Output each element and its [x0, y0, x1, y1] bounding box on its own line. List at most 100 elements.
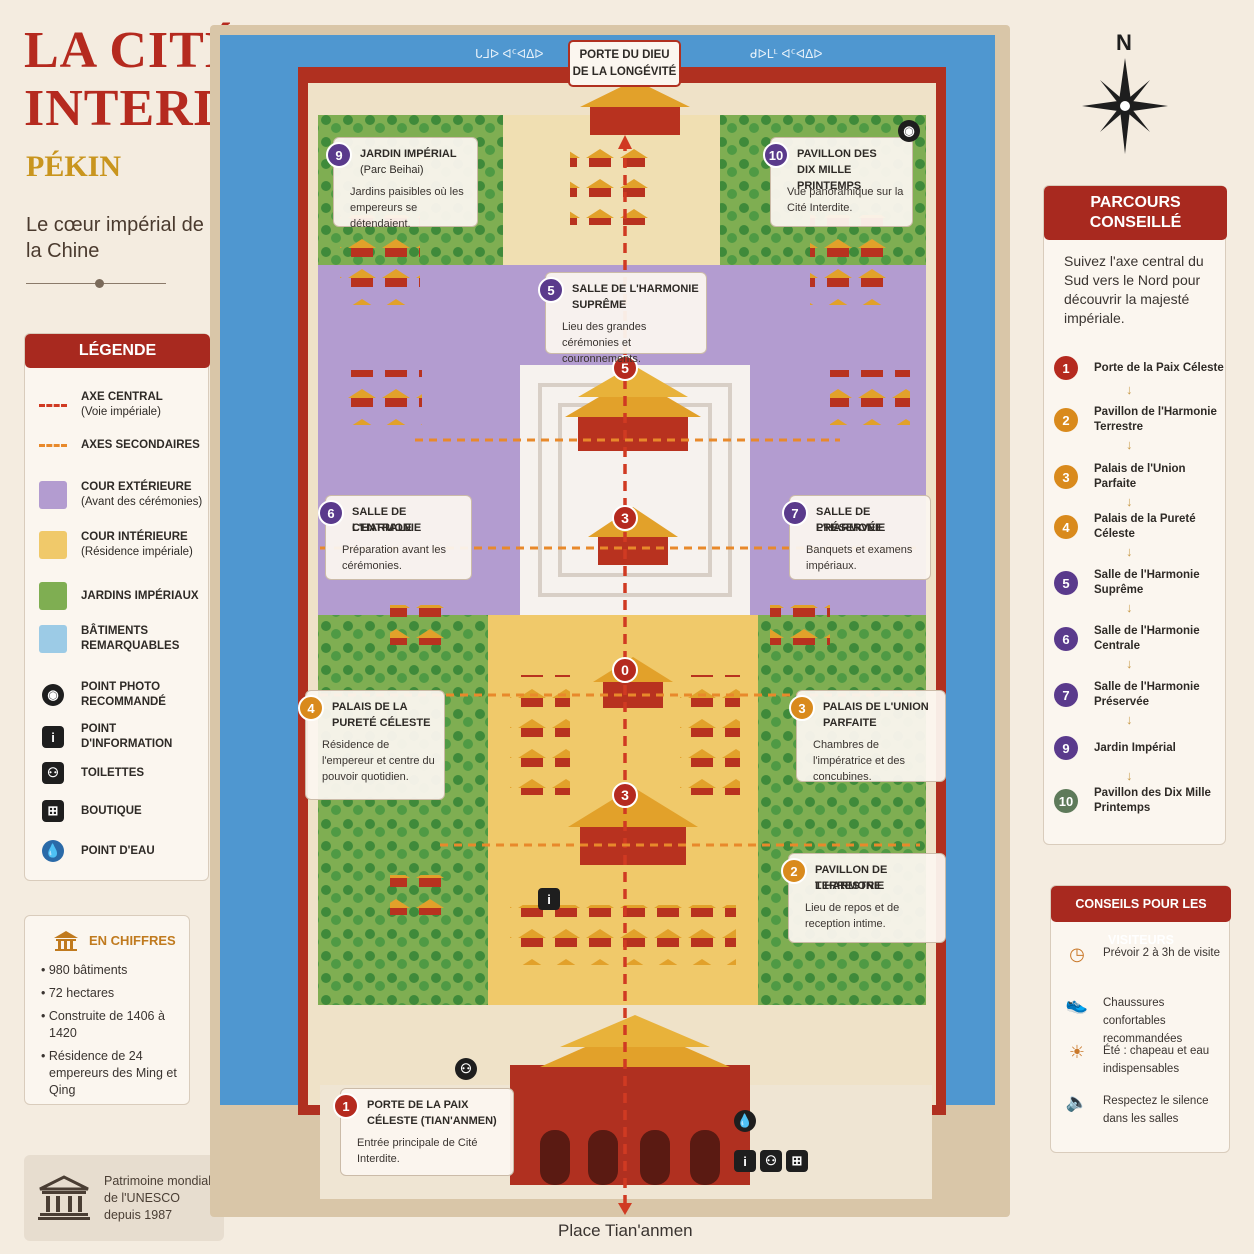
figure-item: Construite de 1406 à 1420 — [49, 1008, 189, 1042]
callout-description: Vue panoramique sur la Cité Interdite. — [787, 186, 904, 214]
map-marker[interactable] — [612, 782, 638, 808]
gate-north[interactable] — [580, 80, 690, 135]
compass-rose: N — [1082, 30, 1168, 156]
legend-item: ◉POINT PHOTO RECOMMANDÉ — [39, 680, 209, 710]
route-step[interactable]: 3 Palais de l'Union Parfaite — [1054, 462, 1226, 492]
figures-panel: EN CHIFFRES 980 bâtiments 72 hectaresCons… — [24, 915, 190, 1105]
callout-title-1: JARDIN IMPÉRIAL — [360, 148, 457, 160]
legend-item-label: TOILETTES — [81, 766, 145, 779]
water-icon[interactable]: 💧 — [734, 1110, 756, 1132]
callout-title-1: SALLE DE L'HARMONIE — [816, 506, 886, 534]
route-arrow-icon: ↓ — [1126, 600, 1133, 615]
callout-title-1: SALLE DE L'HARMONIE — [572, 283, 699, 295]
figure-item: 980 bâtiments — [49, 962, 189, 979]
callout-description: Entrée principale de Cité Interdite. — [357, 1137, 478, 1165]
legend-item: ⚇TOILETTES — [39, 762, 209, 784]
route-step-label: Pavillon des Dix Mille Printemps — [1094, 787, 1211, 814]
route-step-number: 6 — [1054, 627, 1078, 651]
tip-item: 🔈Respectez le silence dans les salles — [1065, 1092, 1230, 1128]
route-arrow-icon: ↓ — [1126, 494, 1133, 509]
map-marker-label: 3 — [621, 510, 629, 526]
figure-item: 72 hectares — [49, 985, 189, 1002]
moat-label-right: ᑯᐅᒪᒻ ᐊᑦᐊᐃᐅ — [750, 47, 823, 61]
toilets-icon[interactable]: ⚇ — [760, 1150, 782, 1172]
toilets-icon[interactable]: ⚇ — [455, 1058, 477, 1080]
tip-text: Été : chapeau et eau indispensables — [1103, 1045, 1210, 1075]
route-step-label: Palais de l'Union Parfaite — [1094, 463, 1186, 490]
north-gate-line-2: DE LA LONGÉVITÉ — [572, 66, 677, 78]
callout-title-2: PURETÉ CÉLESTE — [332, 717, 431, 729]
legend-item-sub: (Avant des cérémonies) — [81, 496, 203, 508]
tip-item: 👟 Chaussures confortables recommandées — [1065, 994, 1230, 1048]
legend-item-sub: (Voie impériale) — [81, 406, 161, 418]
speaker-icon: 🔈 — [1065, 1092, 1089, 1112]
callout-title-2: CENTRALE — [352, 522, 412, 534]
map-marker[interactable] — [612, 657, 638, 683]
callout-description: Jardins paisibles où les empereurs se dé… — [350, 186, 464, 230]
shoe-icon: 👟 — [1065, 994, 1089, 1014]
route-arrow-icon: ↓ — [1126, 544, 1133, 559]
callout-number-badge: 5 — [538, 277, 564, 303]
info-icon[interactable]: i — [538, 888, 560, 910]
color-swatch — [39, 481, 67, 509]
route-step-label: Pavillon de l'Harmonie Terrestre — [1094, 406, 1217, 433]
map-marker[interactable] — [612, 505, 638, 531]
legend-item: 💧POINT D'EAU — [39, 840, 209, 862]
route-step-label: Salle de l'Harmonie Suprême — [1094, 569, 1200, 596]
north-gate-label[interactable]: PORTE DU DIEU DE LA LONGÉVITÉ — [568, 40, 681, 87]
route-arrow-icon: ↓ — [1126, 382, 1133, 397]
route-arrow-icon: ↓ — [1126, 437, 1133, 452]
route-step-number: 1 — [1054, 356, 1078, 380]
callout-number-badge: 6 — [318, 500, 344, 526]
legend-item: AXE CENTRAL(Voie impériale) — [39, 390, 209, 420]
tip-text: Chaussures confortables recommandées — [1103, 997, 1183, 1045]
tip-item: ◷Prévoir 2 à 3h de visite — [1065, 944, 1230, 965]
hall-supreme-harmony[interactable] — [565, 365, 701, 451]
callout-number-badge: 7 — [782, 500, 808, 526]
route-step-number: 3 — [1054, 465, 1078, 489]
title-line-1: LA CITÉ — [24, 22, 241, 79]
callout-title-2: SUPRÊME — [572, 299, 627, 311]
legend-item: COUR EXTÉRIEURE(Avant des cérémonies) — [39, 480, 209, 510]
callout-title-1: PALAIS DE L'UNION — [823, 701, 929, 713]
divider-dot — [95, 279, 104, 288]
callout-number-badge: 2 — [781, 858, 807, 884]
callout-number-badge: 1 — [333, 1093, 359, 1119]
north-label: N — [1116, 30, 1132, 55]
sun-icon: ☀ — [1068, 1042, 1086, 1062]
legend-panel: LÉGENDE AXE CENTRAL(Voie impériale)AXES … — [24, 333, 210, 881]
callout-title-2: TERRESTRE — [815, 880, 882, 892]
color-swatch — [39, 582, 67, 610]
info-icon[interactable]: i — [734, 1150, 756, 1172]
callout-title-1: PORTE DE LA PAIX — [367, 1099, 469, 1111]
unesco-temple-icon — [38, 1175, 90, 1220]
compass-star-icon — [1082, 58, 1168, 154]
route-header-line-2: CONSEILLÉ — [1089, 214, 1182, 231]
clock-icon: ◷ — [1069, 944, 1085, 964]
figures-header: EN CHIFFRES — [89, 933, 176, 948]
legend-item-label: POINT D'EAU — [81, 844, 155, 857]
callout-description: Préparation avant les cérémonies. — [342, 544, 446, 572]
map-marker[interactable] — [612, 355, 638, 381]
moat-label-left: ᒐᒧᐅ ᐊᑦᐊᐃᐅ — [475, 47, 544, 61]
camera-icon[interactable]: ◉ — [898, 120, 920, 142]
map-marker-label: 5 — [621, 360, 629, 376]
gift-icon[interactable]: ⊞ — [786, 1150, 808, 1172]
